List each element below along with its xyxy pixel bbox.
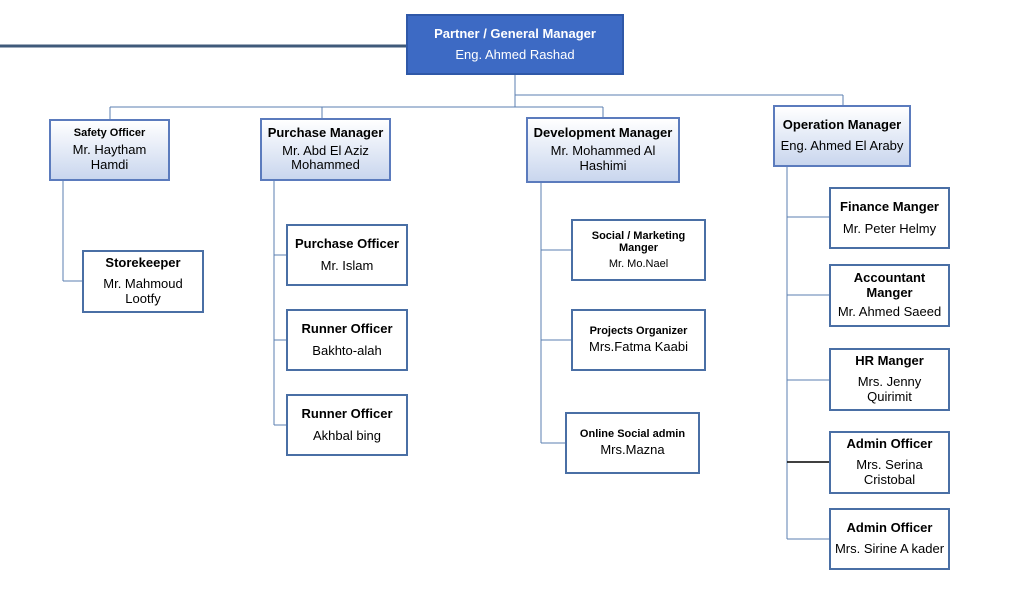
general-manager-box: Partner / General Manager Eng. Ahmed Ras…: [406, 14, 624, 75]
person-name: Mrs. Sirine A kader: [834, 541, 945, 556]
person-name: Akhbal bing: [313, 427, 381, 443]
position-title: Storekeeper: [105, 255, 181, 271]
position-title: Runner Officer: [301, 320, 393, 336]
position-title: Admin Officer: [846, 520, 933, 536]
runner-officer-box: Runner Officer Bakhto-alah: [286, 309, 408, 371]
storekeeper-box: Storekeeper Mr. Mahmoud Lootfy: [82, 250, 204, 313]
purchase-manager-box: Purchase Manager Mr. Abd El Aziz Mohamme…: [260, 118, 391, 181]
position-title: Purchase Manager: [267, 124, 384, 140]
person-name: Mr. Ahmed Saeed: [837, 304, 942, 320]
person-name: Mr. Haytham Hamdi: [72, 141, 147, 172]
development-manager-box: Development Manager Mr. Mohammed Al Hash…: [526, 117, 680, 183]
person-name: Mrs. Serina Cristobal: [856, 457, 923, 487]
person-name: Mr. Abd El Aziz Mohammed: [282, 142, 369, 173]
position-title: Development Manager: [533, 125, 673, 141]
position-title: HR Manger: [855, 353, 924, 369]
person-name: Mr. Mahmoud Lootfy: [103, 276, 183, 306]
person-name: Mr. Mohammed Al Hashimi: [550, 143, 656, 173]
person-name: Bakhto-alah: [312, 342, 382, 358]
person-name: Mrs. Jenny Quirimit: [857, 374, 922, 404]
position-title: Runner Officer: [301, 405, 393, 421]
online-social-admin-box: Online Social admin Mrs.Mazna: [565, 412, 700, 474]
position-title: Projects Organizer: [589, 324, 688, 337]
admin-officer-box: Admin Officer Mrs. Serina Cristobal: [829, 431, 950, 494]
admin-officer-box: Admin Officer Mrs. Sirine A kader: [829, 508, 950, 570]
position-title: Online Social admin: [579, 427, 686, 440]
position-title: Purchase Officer: [294, 235, 400, 251]
hr-manager-box: HR Manger Mrs. Jenny Quirimit: [829, 348, 950, 411]
purchase-officer-box: Purchase Officer Mr. Islam: [286, 224, 408, 286]
position-title: Partner / General Manager: [434, 25, 596, 41]
position-title: Social / Marketing Manger: [591, 229, 686, 255]
safety-officer-box: Safety Officer Mr. Haytham Hamdi: [49, 119, 170, 181]
position-title: Safety Officer: [73, 127, 146, 140]
projects-organizer-box: Projects Organizer Mrs.Fatma Kaabi: [571, 309, 706, 371]
person-name: Mrs.Mazna: [600, 442, 665, 458]
runner-officer-box: Runner Officer Akhbal bing: [286, 394, 408, 456]
position-title: Admin Officer: [846, 436, 933, 452]
person-name: Eng. Ahmed El Araby: [780, 138, 904, 153]
finance-manager-box: Finance Manger Mr. Peter Helmy: [829, 187, 950, 249]
position-title: Operation Manager: [782, 117, 902, 133]
social-marketing-box: Social / Marketing Manger Mr. Mo.Nael: [571, 219, 706, 281]
operation-manager-box: Operation Manager Eng. Ahmed El Araby: [773, 105, 911, 167]
person-name: Eng. Ahmed Rashad: [455, 46, 575, 62]
person-name: Mr. Mo.Nael: [608, 257, 669, 270]
person-name: Mr. Peter Helmy: [842, 220, 937, 236]
person-name: Mrs.Fatma Kaabi: [589, 339, 688, 355]
person-name: Mr. Islam: [320, 257, 374, 273]
accountant-manager-box: Accountant Manger Mr. Ahmed Saeed: [829, 264, 950, 327]
position-title: Finance Manger: [840, 198, 939, 214]
position-title: Accountant Manger: [853, 269, 926, 300]
